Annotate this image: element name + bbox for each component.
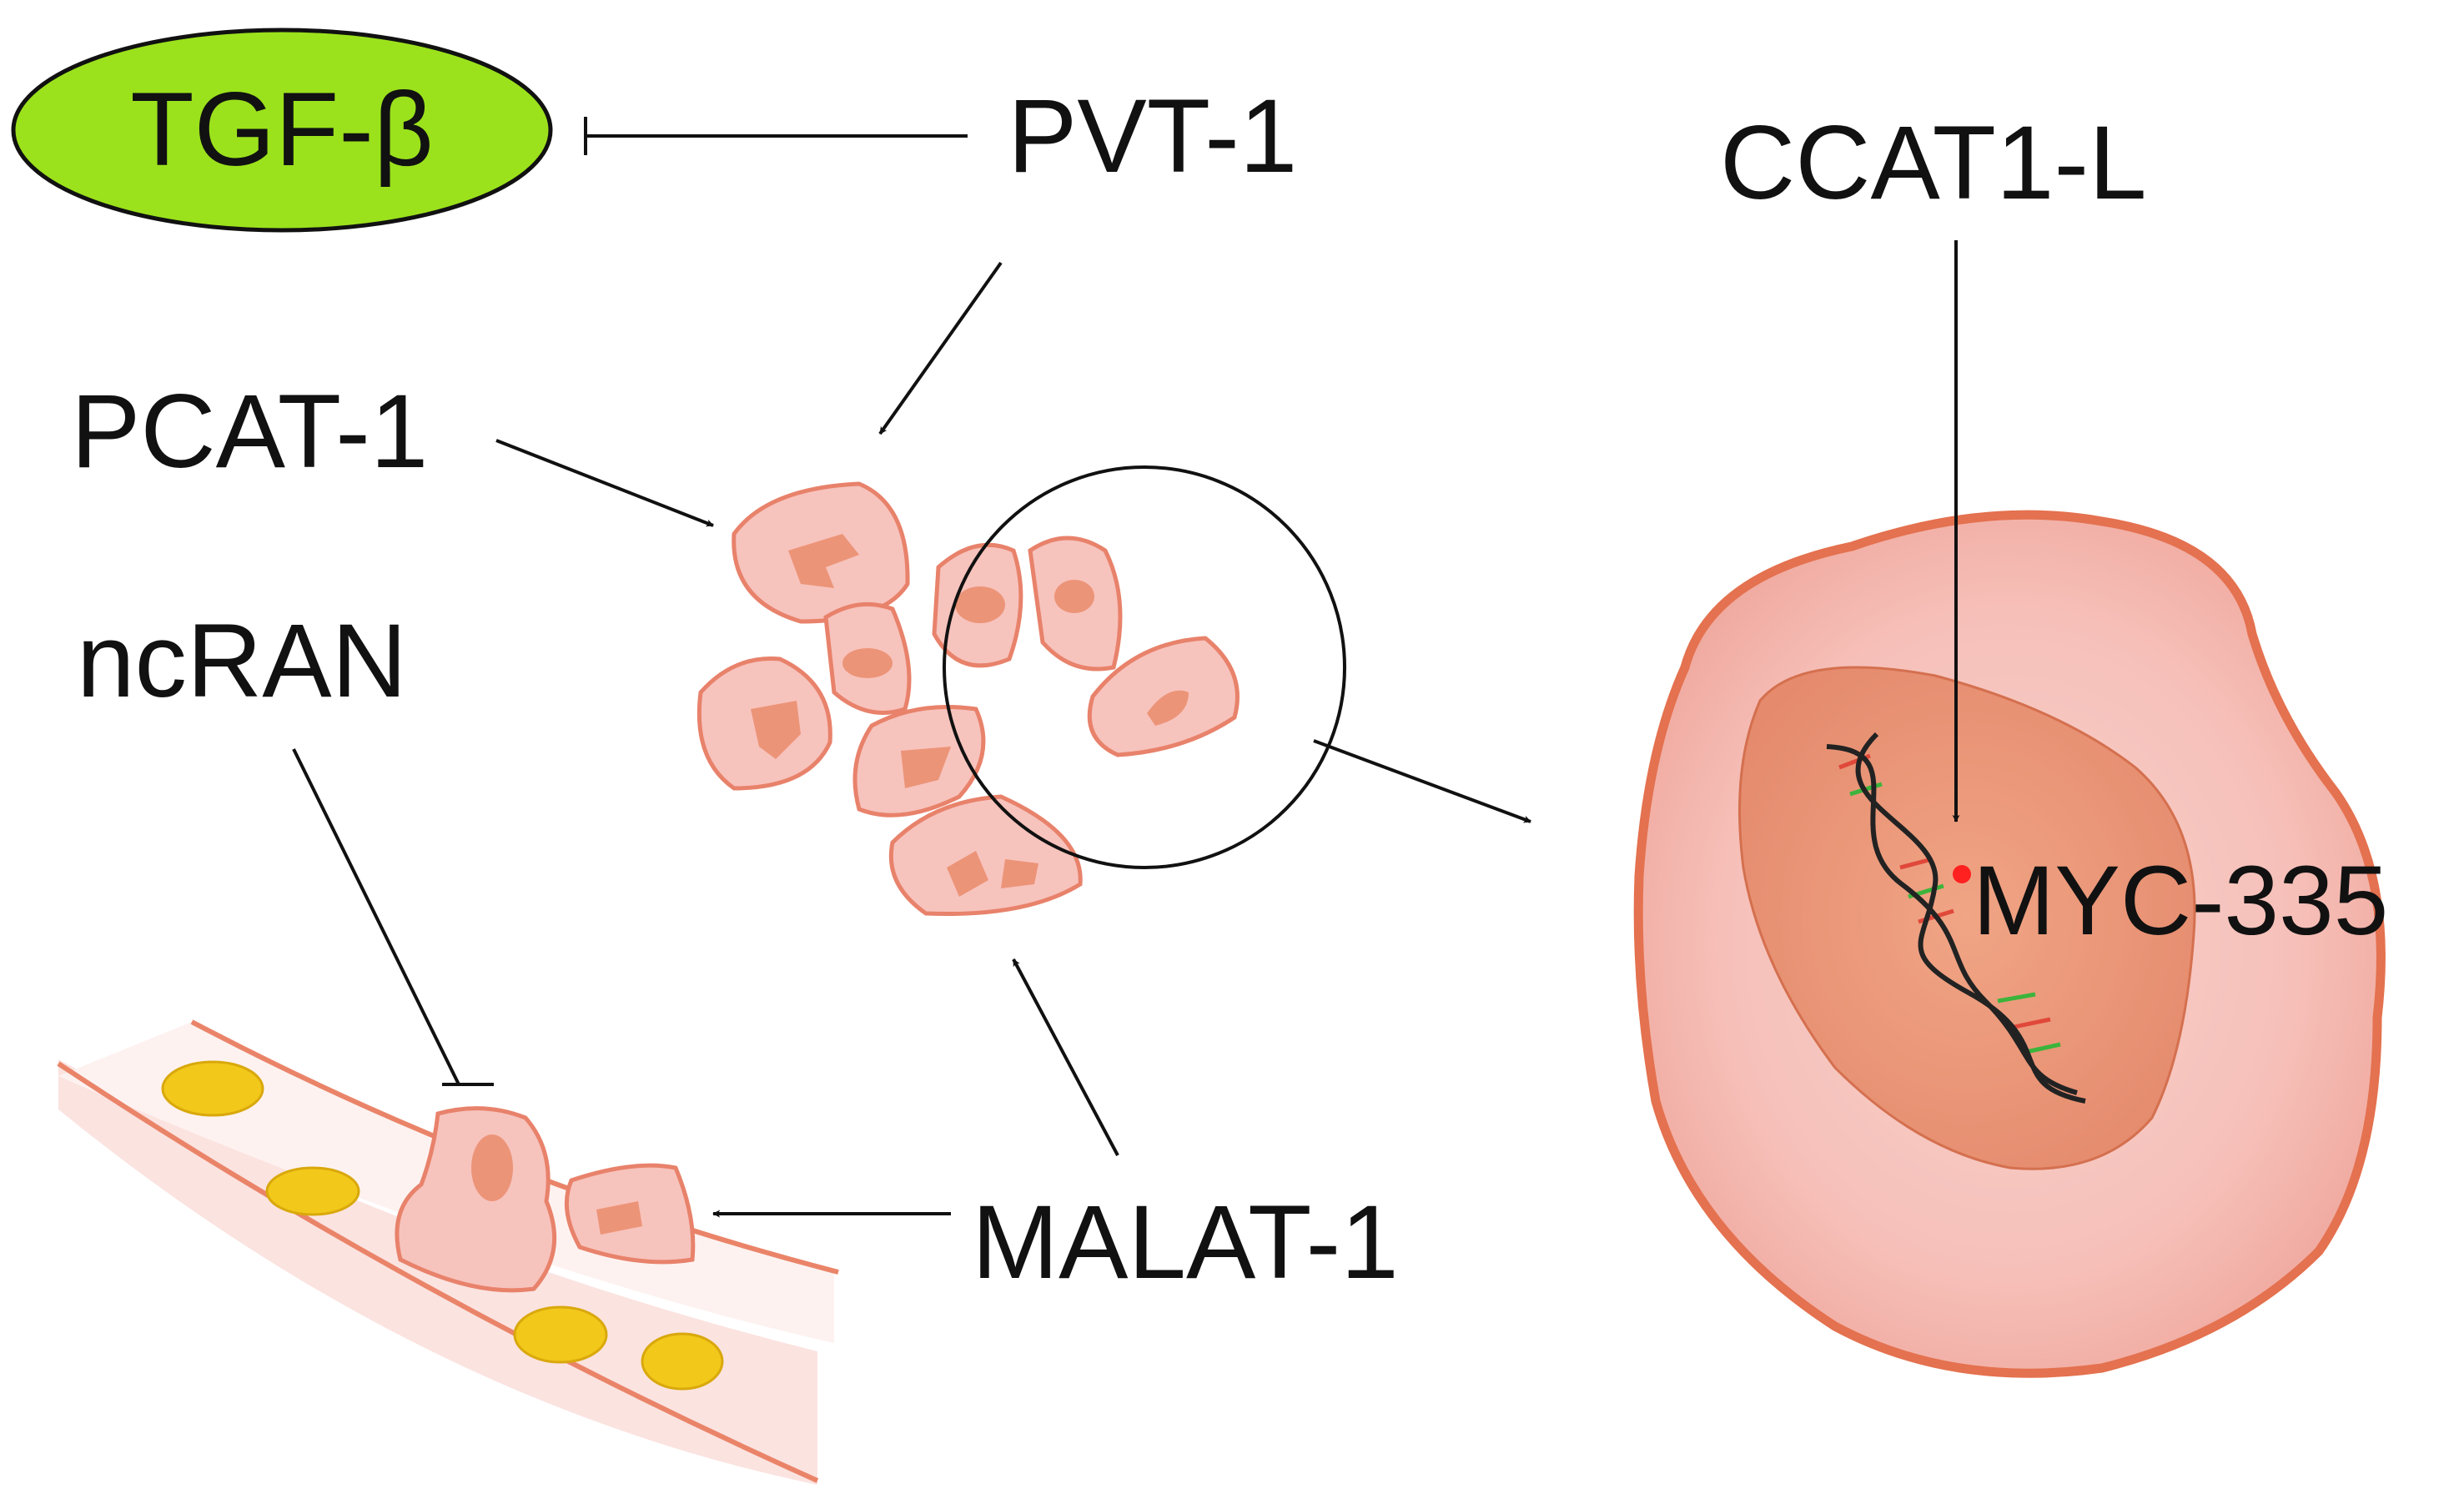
tumor-cell-cluster [696, 481, 1240, 917]
pvt-arrow [878, 261, 1003, 435]
myc-site-dot [1953, 865, 1971, 883]
ncran-label: ncRAN [77, 603, 407, 719]
dna-helix [1826, 732, 2086, 1104]
malat-1-label: MALAT-1 [972, 1185, 1399, 1300]
cell [1028, 536, 1123, 672]
cell [888, 794, 1083, 917]
red-blood-cell [641, 1332, 724, 1391]
cell [932, 542, 1023, 668]
malat-arrow-up [1012, 958, 1119, 1156]
red-blood-cell [265, 1166, 360, 1216]
pcat-1-label: PCAT-1 [71, 374, 428, 490]
red-blood-cell [513, 1305, 608, 1364]
red-blood-cell [161, 1060, 264, 1117]
pvt-tgf-inhibition-line [584, 117, 968, 155]
cell [732, 481, 910, 624]
ncran-inhibition-line [292, 748, 494, 1086]
cell [696, 656, 832, 791]
tgf-beta-label: TGF-β [130, 72, 433, 188]
invading-cells [395, 1106, 696, 1293]
zoom-arrow [1313, 739, 1531, 823]
tgf-beta-node: TGF-β [11, 28, 553, 233]
myc-335-label: MYC-335 [1973, 846, 2388, 956]
cell [852, 705, 986, 817]
zoom-circle [943, 465, 1346, 869]
pvt-1-label: PVT-1 [1008, 78, 1297, 194]
ccat1-l-label: CCAT1-L [1720, 105, 2147, 221]
cell [823, 601, 912, 715]
cell [1087, 636, 1240, 757]
pcat-arrow [495, 439, 714, 527]
